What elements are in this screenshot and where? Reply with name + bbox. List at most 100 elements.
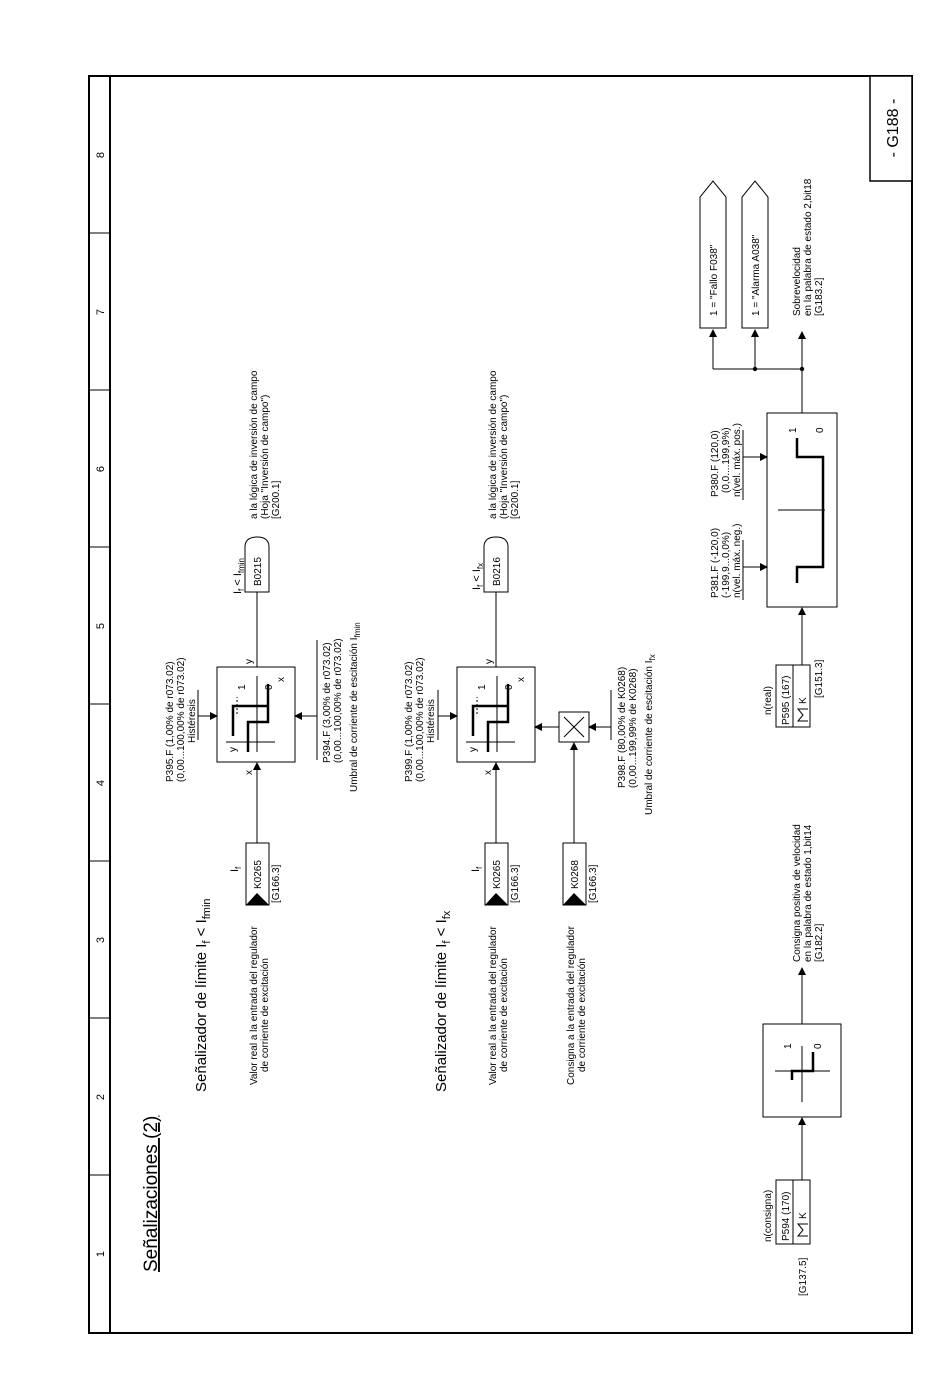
overspeed-out-3: [G183.2] bbox=[814, 277, 825, 316]
ifx-port-y-out: y bbox=[484, 659, 495, 664]
ifx-level-1: 1 bbox=[477, 684, 488, 690]
setpoint-sign-detector: n(consigna) P594 (170) K [G137.5] 1 0 Co… bbox=[762, 824, 842, 1296]
ifx-connector-ref: [G166.3] bbox=[510, 864, 521, 903]
ifmin-thr-param-2: (0,00...100,00% de r073.02) bbox=[333, 638, 344, 763]
column-number: 1 bbox=[95, 1251, 107, 1257]
ifx-heading: Señalizador de límite If < Ifx bbox=[433, 910, 453, 1092]
ifx-level-0: 0 bbox=[504, 684, 515, 690]
ifmin-signaller: Señalizador de límite If < Ifmin Valor r… bbox=[165, 370, 362, 1092]
column-number: 7 bbox=[95, 309, 107, 315]
sheet-title: Señalizaciones (2) bbox=[141, 1116, 162, 1272]
sign-level-0: 0 bbox=[813, 1043, 824, 1049]
ifmin-port-x: x bbox=[244, 770, 255, 775]
ifmin-input-desc-2: de corriente de excitación bbox=[260, 958, 271, 1072]
ifmin-thr-label: Umbral de corriente de escitación Ifmin bbox=[349, 622, 362, 792]
connector-triangle-icon bbox=[485, 893, 508, 905]
ifmin-output-connector-label: B0215 bbox=[253, 557, 264, 586]
page-code-box: - G188 - bbox=[869, 75, 913, 182]
column-number: 3 bbox=[95, 937, 107, 943]
column-number: 4 bbox=[95, 780, 107, 786]
multiply-icon bbox=[563, 716, 585, 738]
sign-out-2: en la palabra de estado 1,bit14 bbox=[803, 824, 814, 962]
ifx-dest-3: [G200.1] bbox=[510, 480, 521, 519]
sigma-icon bbox=[796, 708, 808, 722]
ifx-connector: K0265 bbox=[492, 860, 503, 889]
ifx-port-x: x bbox=[483, 770, 494, 775]
ifmin-thr-param-1: P394.F (3,00% de r073.02) bbox=[322, 642, 333, 763]
ifmin-hyst-param-1: P395.F (1,00% de r073.02) bbox=[165, 661, 176, 782]
ifx-dest-1: a la lógica de inversión de campo bbox=[488, 370, 499, 519]
ifmin-hyst-param-2: (0,00...100,00% de r073.02) bbox=[176, 657, 187, 782]
hysteresis-curve-icon bbox=[226, 676, 275, 752]
ifmin-input-desc-1: Valor real a la entrada del regulador bbox=[249, 926, 260, 1085]
ifmin-connector-ref: [G166.3] bbox=[271, 864, 282, 903]
alarm-signal: 1 = "Alarma A038" bbox=[751, 234, 762, 316]
ifx-thr-param-2: (0,00...199,99% de K0268) bbox=[628, 668, 639, 788]
overspeed-out-1: Sobrevelocidad bbox=[792, 247, 803, 316]
ifmin-output-connector bbox=[244, 536, 270, 593]
setpoint-label: n(consigna) bbox=[763, 1190, 774, 1242]
ifx-hyst-param-1: P399.F (1,00% de r073.02) bbox=[404, 661, 415, 782]
ifx-thr-param-1: P398.F (80,00% de K0268) bbox=[617, 667, 628, 788]
ifmin-port-x-axis: x bbox=[276, 677, 287, 682]
actual-speed-k: K bbox=[798, 697, 809, 704]
overspeed-out-2: en la palabra de estado 2,bit18 bbox=[803, 178, 814, 316]
overspeed-detector: n(real) P595 (167) K [G151.3] 1 0 P381.F… bbox=[699, 178, 838, 728]
ifx-port-x-axis: x bbox=[516, 677, 527, 682]
ifmin-level-0: 0 bbox=[264, 684, 275, 690]
ifx-hyst-param-2: (0,00...100,00% de r073.02) bbox=[415, 657, 426, 782]
sigma-icon bbox=[796, 1223, 808, 1237]
ifx-setpoint-desc-1: Consigna a la entrada del regulador bbox=[566, 925, 577, 1085]
ifx-dest-2: (Hoja "Inversión de campo") bbox=[499, 395, 510, 519]
pos-limit-param-1: P380.F (120,0) bbox=[710, 430, 721, 497]
ifmin-output-label: If < Ifmin bbox=[232, 558, 246, 594]
fault-signal: 1 = "Fallo F038" bbox=[709, 244, 720, 316]
setpoint-param: P594 (170) bbox=[781, 1192, 792, 1241]
pos-limit-param-2: (0,0....199,9%) bbox=[721, 427, 732, 493]
sheet-frame bbox=[88, 75, 913, 1334]
ifx-output-connector-label: B0216 bbox=[492, 557, 503, 586]
ifx-thr-label: Umbral de corriente de escitación Ifx bbox=[644, 654, 657, 815]
column-number: 8 bbox=[95, 152, 107, 158]
ifmin-heading: Señalizador de límite If < Ifmin bbox=[193, 898, 213, 1092]
connector-triangle-icon bbox=[246, 893, 269, 905]
ifx-hyst-label: Histéresis bbox=[426, 699, 437, 743]
ifx-signaller: Señalizador de límite If < Ifx Valor rea… bbox=[404, 370, 657, 1092]
ifx-input-desc-2: de corriente de excitación bbox=[499, 958, 510, 1072]
setpoint-k: K bbox=[798, 1212, 809, 1219]
ifmin-dest-3: [G200.1] bbox=[271, 480, 282, 519]
ifx-port-y-in: y bbox=[468, 747, 479, 752]
column-numbers: 8 7 6 5 4 3 2 1 bbox=[95, 152, 107, 1257]
setpoint-ref: [G137.5] bbox=[798, 1257, 809, 1296]
ifx-input-symbol: If bbox=[470, 866, 484, 872]
column-number: 5 bbox=[95, 623, 107, 629]
ifmin-level-1: 1 bbox=[237, 684, 248, 690]
page-code: - G188 - bbox=[885, 99, 902, 158]
sign-out-3: [G182.2] bbox=[814, 923, 825, 962]
window-curve-icon bbox=[778, 438, 825, 583]
ifx-input-desc-1: Valor real a la entrada del regulador bbox=[488, 926, 499, 1085]
pos-limit-param-3: n(vel. máx. pos.) bbox=[732, 423, 743, 497]
ifmin-port-y-out: y bbox=[244, 659, 255, 664]
sign-out-1: Consigna positiva de velocidad bbox=[792, 824, 803, 962]
hysteresis-curve-icon bbox=[466, 676, 515, 752]
actual-speed-label: n(real) bbox=[763, 686, 774, 715]
sign-level-1: 1 bbox=[783, 1043, 794, 1049]
ifx-setpoint-ref: [G166.3] bbox=[588, 864, 599, 903]
ifx-output-label: If < Ifx bbox=[471, 563, 485, 590]
neg-limit-param-3: n(vel. máx. neg.) bbox=[732, 524, 743, 598]
ifmin-dest-2: (Hoja "Inversión de campo") bbox=[260, 395, 271, 519]
ifmin-port-y-in: y bbox=[228, 747, 239, 752]
neg-limit-param-2: (-199,9...0,0%) bbox=[721, 532, 732, 598]
alarm-signal-flag bbox=[741, 180, 769, 329]
window-level-1: 1 bbox=[788, 427, 799, 433]
ifmin-dest-1: a la lógica de inversión de campo bbox=[249, 370, 260, 519]
connector-triangle-icon bbox=[563, 893, 586, 905]
column-number: 6 bbox=[95, 466, 107, 472]
window-level-0: 0 bbox=[815, 427, 826, 433]
neg-limit-param-1: P381.F (-120,0) bbox=[710, 528, 721, 598]
ifmin-connector: K0265 bbox=[253, 860, 264, 889]
ifx-setpoint-connector: K0268 bbox=[570, 860, 581, 889]
actual-speed-param: P595 (167) bbox=[781, 676, 792, 725]
